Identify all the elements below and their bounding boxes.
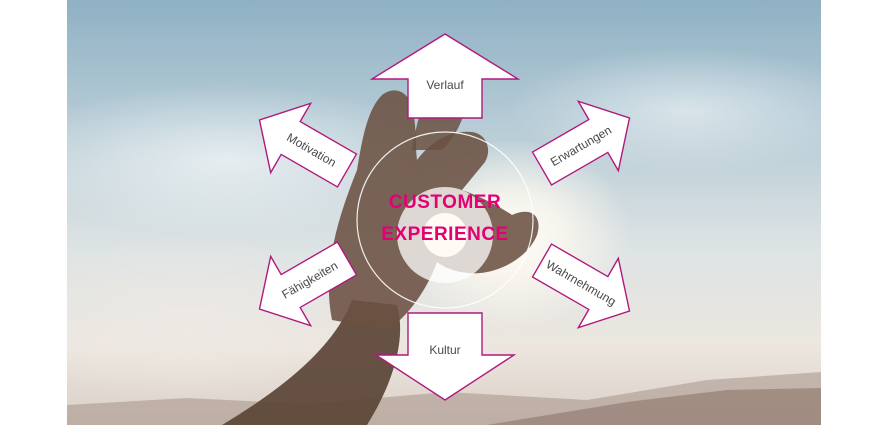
arrow-verlauf-label: Verlauf bbox=[426, 78, 464, 92]
center-ring bbox=[357, 132, 533, 308]
arrow-erwartungen: Erwartungen bbox=[522, 83, 649, 203]
arrow-motivation: Motivation bbox=[240, 85, 367, 205]
arrow-verlauf: Verlauf bbox=[372, 34, 518, 118]
arrow-verlauf-shape bbox=[372, 34, 518, 118]
center-title-line1: CUSTOMER bbox=[389, 192, 501, 213]
arrow-kultur-label: Kultur bbox=[429, 343, 460, 357]
center-title-line2: EXPERIENCE bbox=[381, 224, 508, 245]
arrow-wahrnehmung: Wahrnehmung bbox=[522, 226, 649, 346]
arrow-faehigkeiten: Fähigkeiten bbox=[240, 224, 367, 344]
arrow-kultur: Kultur bbox=[376, 313, 514, 400]
